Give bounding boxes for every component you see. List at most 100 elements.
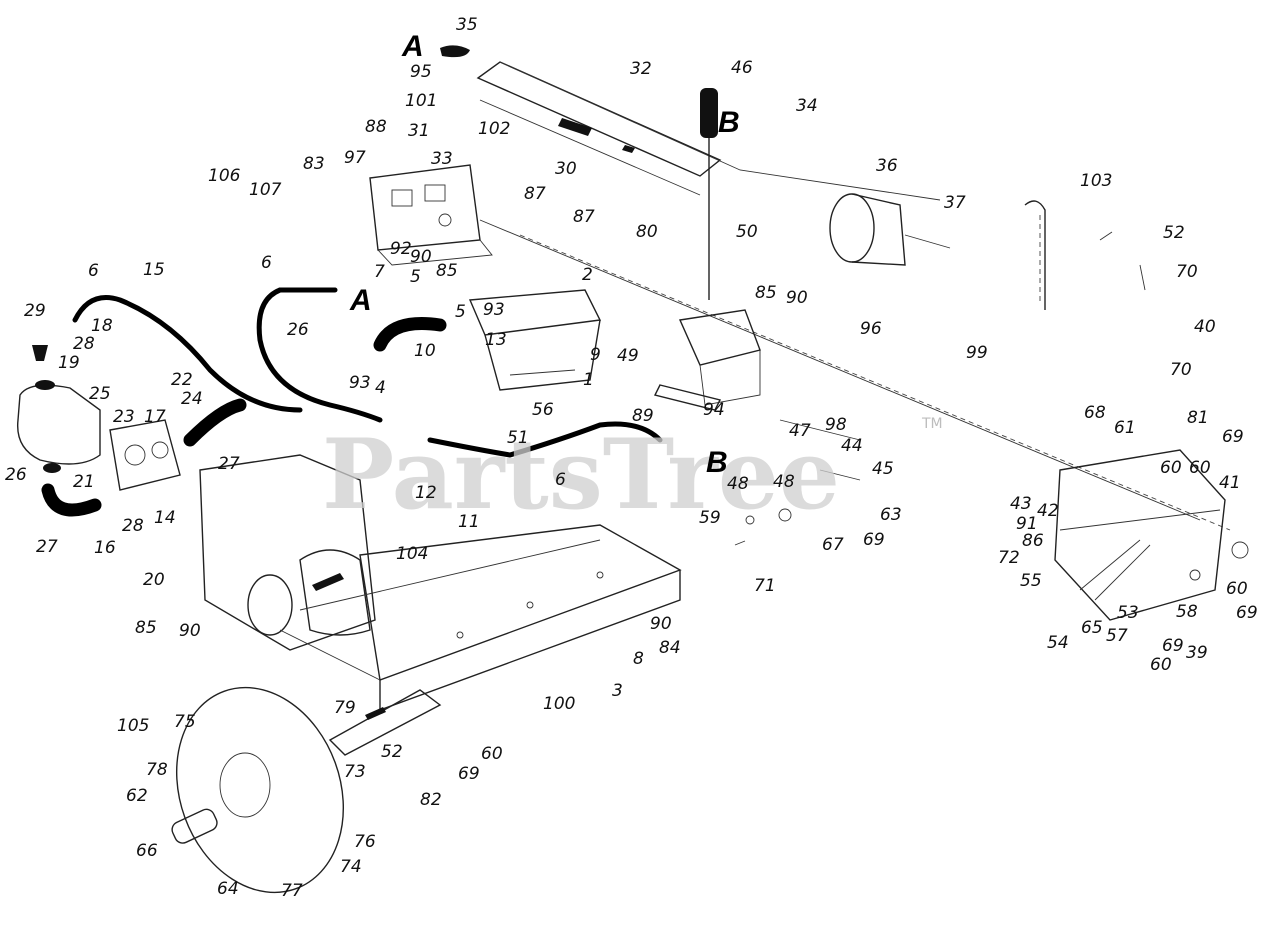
callout-label: 10: [414, 341, 436, 361]
callout-label: 83: [303, 154, 325, 174]
callout-label: 85: [755, 283, 777, 303]
callout-label: 70: [1170, 360, 1192, 380]
callout-label: 28: [122, 516, 144, 536]
callout-label: 107: [249, 180, 282, 200]
callout-label: 16: [94, 538, 116, 558]
callout-label: 81: [1187, 408, 1209, 428]
callout-label: 14: [154, 508, 176, 528]
callout-label: 4: [375, 378, 386, 398]
callout-label: 34: [796, 96, 818, 116]
callout-label: 26: [5, 465, 27, 485]
callout-label: 75: [174, 712, 196, 732]
callout-label: 19: [58, 353, 80, 373]
callout-label: 87: [524, 184, 546, 204]
callout-label: 49: [617, 346, 639, 366]
watermark: PartsTree: [322, 418, 840, 531]
callout-label: 51: [507, 428, 529, 448]
callout-label: 41: [1219, 473, 1241, 493]
callout-label: 18: [91, 316, 113, 336]
callout-label: 28: [73, 334, 95, 354]
callout-label: 5: [410, 267, 421, 287]
callout-label: 85: [436, 261, 458, 281]
callout-label: 78: [146, 760, 168, 780]
connector-label: B: [718, 106, 740, 139]
callout-label: 98: [825, 415, 847, 435]
callout-label: 72: [998, 548, 1020, 568]
callout-label: 101: [405, 91, 437, 111]
callout-label: 67: [822, 535, 844, 555]
callout-label: 70: [1176, 262, 1198, 282]
callout-label: 46: [731, 58, 753, 78]
callout-label: 89: [632, 406, 654, 426]
callout-label: 6: [261, 253, 272, 273]
callout-label: 103: [1080, 171, 1112, 191]
watermark-trademark: TM: [921, 416, 943, 432]
callout-label: 93: [483, 300, 505, 320]
callout-label: 27: [218, 454, 240, 474]
callout-label: 69: [1222, 427, 1244, 447]
callout-label: 25: [89, 384, 111, 404]
callout-label: 15: [143, 260, 165, 280]
callout-label: 96: [860, 319, 882, 339]
callout-label: 61: [1114, 418, 1136, 438]
callout-label: 21: [73, 472, 95, 492]
callout-label: 48: [773, 472, 795, 492]
callout-label: 90: [650, 614, 672, 634]
callout-label: 7: [374, 262, 385, 282]
callout-label: 29: [24, 301, 46, 321]
callout-label: 23: [113, 407, 135, 427]
callout-label: 80: [636, 222, 658, 242]
callout-label: 24: [181, 389, 203, 409]
callout-label: 9: [590, 345, 601, 365]
callout-label: 77: [281, 881, 303, 901]
callout-label: 87: [573, 207, 595, 227]
callout-label: 90: [786, 288, 808, 308]
callout-label: 50: [736, 222, 758, 242]
connector-label: B: [706, 446, 728, 479]
callout-label: 62: [126, 786, 148, 806]
callout-label: 59: [699, 508, 721, 528]
callout-label: 32: [630, 59, 652, 79]
callout-label: 65: [1081, 618, 1103, 638]
callout-label: 71: [754, 576, 776, 596]
callout-label: 104: [396, 544, 428, 564]
callout-label: 63: [880, 505, 902, 525]
callout-label: 12: [415, 483, 437, 503]
callout-label: 54: [1047, 633, 1069, 653]
callout-label: 53: [1117, 603, 1139, 623]
connector-labels: A B A B: [349, 30, 740, 479]
callout-label: 68: [1084, 403, 1106, 423]
callout-label: 1: [583, 370, 594, 390]
callout-label: 8: [633, 649, 644, 669]
callout-label: 52: [381, 742, 403, 762]
callout-label: 66: [136, 841, 158, 861]
callout-label: 60: [1150, 655, 1172, 675]
callout-label: 13: [485, 330, 507, 350]
callout-label: 94: [703, 400, 725, 420]
callout-label: 82: [420, 790, 442, 810]
callout-label: 60: [481, 744, 503, 764]
callout-label: 92: [390, 239, 412, 259]
connector-label: A: [401, 30, 424, 63]
callout-label: 6: [88, 261, 99, 281]
callout-label: 99: [966, 343, 988, 363]
callout-label: 76: [354, 832, 376, 852]
callout-label: 79: [334, 698, 356, 718]
callout-label: 86: [1022, 531, 1044, 551]
callout-label: 93: [349, 373, 371, 393]
callout-label: 88: [365, 117, 387, 137]
diagram-drawing: [16, 45, 1249, 894]
callout-label: 47: [789, 421, 811, 441]
connector-label: A: [349, 284, 372, 317]
callout-label: 6: [555, 470, 566, 490]
callout-label: 44: [841, 436, 863, 456]
callout-label: 95: [410, 62, 432, 82]
callout-labels: 35 95 101 32 46 34 88 31 102 33 30 97 83…: [5, 15, 1258, 901]
callout-label: 45: [872, 459, 894, 479]
callout-label: 33: [431, 149, 453, 169]
callout-label: 11: [458, 512, 480, 532]
callout-label: 102: [478, 119, 510, 139]
callout-label: 84: [659, 638, 681, 658]
callout-label: 52: [1163, 223, 1185, 243]
callout-label: 39: [1186, 643, 1208, 663]
